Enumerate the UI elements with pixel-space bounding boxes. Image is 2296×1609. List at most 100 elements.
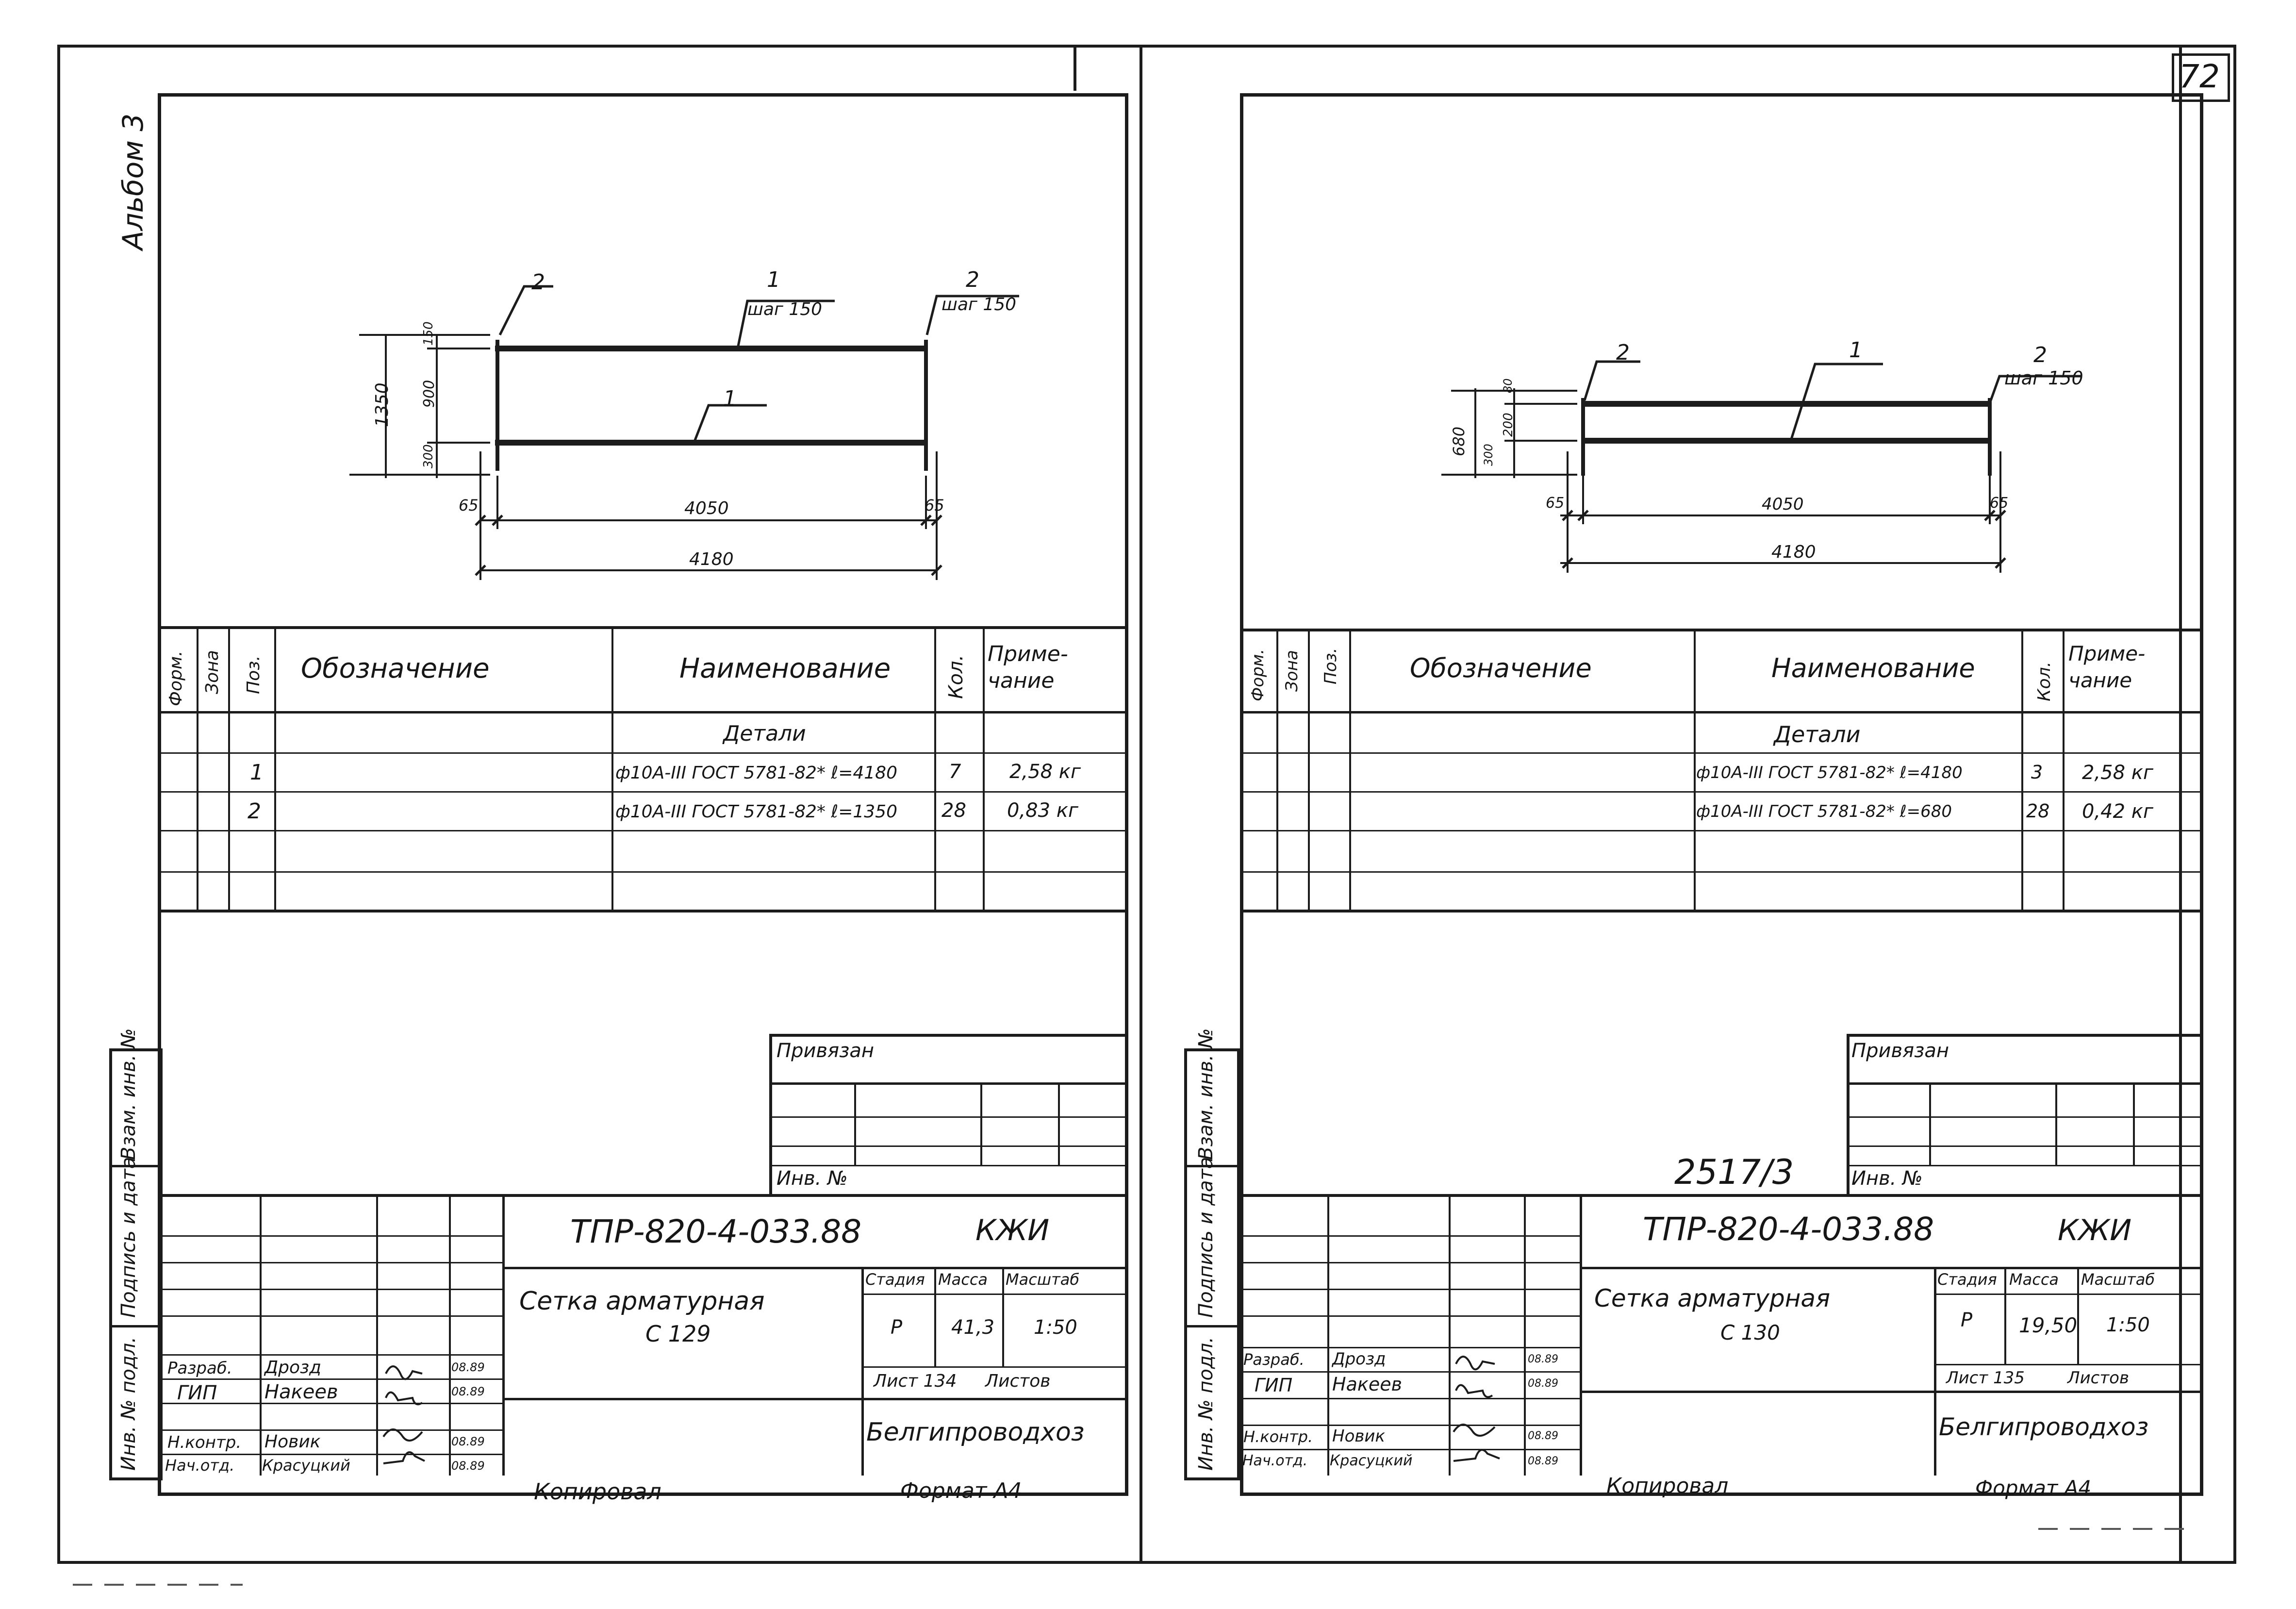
tb-row-line	[1240, 1371, 1580, 1373]
tb-row-line	[1934, 1294, 2203, 1295]
dim-upper: 900	[421, 380, 438, 408]
spec-header-pos: Поз.	[1321, 647, 1340, 684]
side-strip-divider	[1184, 1165, 1240, 1167]
tb-row-line	[861, 1294, 1128, 1295]
spec-row-2-name: ф10А-III ГОСТ 5781-82* ℓ=680	[1696, 802, 1952, 821]
spec-section-label: Детали	[1774, 721, 1861, 747]
sheet-label: Лист 135	[1946, 1368, 2025, 1388]
linked-col-line	[2055, 1082, 2057, 1165]
dim-top: 150	[421, 321, 436, 346]
step-label-2: шаг 150	[942, 295, 1017, 315]
side-label-vzam: Взам. инв. №	[117, 1028, 140, 1160]
spec-row-1-pos: 1	[250, 760, 264, 785]
linked-col-line	[980, 1082, 982, 1165]
dim-left-overhang: 65	[459, 496, 479, 514]
date-4: 08.89	[451, 1459, 485, 1473]
tb-row-line	[1934, 1364, 2203, 1365]
side-strip-left	[109, 1048, 163, 1480]
scale-value: 1:50	[1034, 1316, 1077, 1339]
person-1: Дрозд	[1332, 1349, 1386, 1369]
side-strip-divider	[1184, 1325, 1240, 1327]
spec-header-name: Наименование	[679, 653, 891, 684]
mass-label: Масса	[2009, 1270, 2059, 1289]
tb-row-line	[1934, 1391, 2203, 1392]
spec-header-zone: Зона	[1282, 650, 1302, 692]
tb-row-line	[861, 1398, 1128, 1399]
pos-label-1a: 1	[1849, 338, 1863, 363]
tb-row-line	[1240, 1262, 1580, 1263]
tb-col-line	[1524, 1194, 1526, 1476]
linked-label: Привязан	[776, 1040, 875, 1062]
role-1: Разраб.	[1243, 1350, 1305, 1369]
title-block-right	[1240, 1194, 2203, 1476]
spec-row-line	[1240, 752, 2203, 754]
side-strip-divider	[109, 1325, 163, 1327]
spec-header-note: Приме-чание	[2068, 642, 2146, 692]
spec-col-line	[934, 626, 936, 912]
spec-table-left	[158, 626, 1128, 912]
side-label-vzam: Взам. инв. №	[1195, 1028, 1217, 1160]
doc-mark: КЖИ	[2058, 1213, 2132, 1247]
spec-col-line	[1276, 629, 1278, 912]
spec-row-line	[1240, 871, 2203, 873]
spec-row-1-note: 2,58 кг	[2082, 762, 2153, 784]
tb-row-line	[1240, 1347, 1580, 1348]
linked-row-line	[1847, 1145, 2203, 1147]
inv-label: Инв. №	[776, 1167, 848, 1190]
spec-col-line	[274, 626, 276, 912]
side-label-signature: Подпись и дата	[117, 1157, 140, 1318]
role-1: Разраб.	[167, 1359, 232, 1378]
tb-row-line	[502, 1398, 1128, 1400]
person-2: Накеев	[264, 1381, 338, 1403]
tb-main-divider	[502, 1194, 505, 1476]
dim-inner-length: 4050	[684, 498, 729, 518]
role-2: ГИП	[177, 1382, 217, 1404]
tb-row-line	[163, 1429, 502, 1431]
spec-header-zone: Зона	[202, 650, 222, 694]
spec-col-line	[228, 626, 230, 912]
album-label: Альбом 3	[116, 113, 149, 250]
tb-col-line	[376, 1194, 378, 1476]
linked-row-line	[769, 1082, 1128, 1085]
stage-label: Стадия	[865, 1270, 925, 1289]
pos-label-1a: 1	[767, 267, 780, 292]
tb-row-line	[163, 1454, 502, 1455]
role-2: ГИП	[1255, 1375, 1293, 1396]
tb-col-line	[2077, 1267, 2079, 1364]
tb-row-line	[163, 1378, 502, 1380]
spec-row-1-qty: 7	[949, 761, 961, 783]
stage-value: Р	[891, 1316, 903, 1339]
org-name: Белгипроводхоз	[1939, 1413, 2149, 1441]
spec-row-line	[158, 830, 1128, 831]
pos-label-2b: 2	[966, 267, 979, 292]
right-divider-tick	[2179, 45, 2182, 1564]
spec-col-line	[1694, 629, 1696, 912]
tb-col-line	[1327, 1194, 1329, 1476]
spec-row-line	[158, 791, 1128, 793]
stage-value: Р	[1961, 1309, 1973, 1331]
tb-col-line	[934, 1267, 936, 1366]
doc-mark: КЖИ	[975, 1213, 1050, 1247]
side-label-inv-podl: Инв. № подл.	[117, 1337, 140, 1471]
linked-box-left	[769, 1034, 1128, 1194]
dim-left-overhang: 65	[1546, 495, 1565, 512]
linked-label: Привязан	[1851, 1040, 1949, 1062]
spec-row-2-pos: 2	[248, 799, 261, 824]
tb-row-line	[1580, 1391, 2203, 1393]
side-strip-right	[1184, 1048, 1240, 1480]
spec-col-line	[1349, 629, 1351, 912]
spec-row-line	[1240, 791, 2203, 793]
linked-col-line	[1929, 1082, 1931, 1165]
spec-header-note: Приме-чание	[988, 642, 1068, 693]
stage-label: Стадия	[1937, 1270, 1997, 1289]
tb-col-line	[260, 1194, 262, 1476]
spec-col-line	[2021, 629, 2023, 912]
format-label: Формат А4	[900, 1478, 1022, 1503]
tb-row-line	[163, 1262, 502, 1263]
side-strip-divider	[109, 1165, 163, 1167]
tb-row-line	[163, 1289, 502, 1290]
mass-value: 19,50	[2019, 1313, 2078, 1337]
spec-row-2-qty: 28	[942, 799, 966, 822]
date-1: 08.89	[1528, 1353, 1558, 1365]
linked-row-line	[769, 1116, 1128, 1118]
